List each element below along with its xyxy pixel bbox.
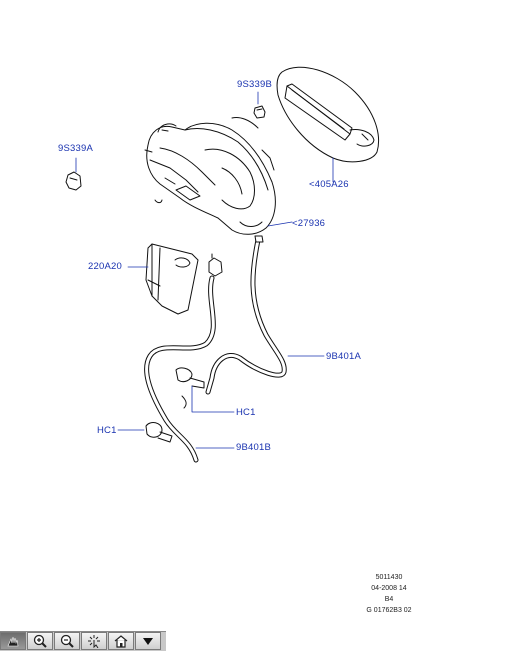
zoom-in-icon: [33, 634, 47, 648]
label-9s339b[interactable]: 9S339B: [237, 79, 273, 90]
home-button[interactable]: [108, 632, 134, 650]
parts-diagram: [65, 66, 380, 463]
clip-9s339a: [65, 171, 82, 191]
label-hc1-upper[interactable]: HC1: [236, 407, 256, 418]
zoom-in-button[interactable]: [27, 632, 53, 650]
pan-icon: [7, 636, 19, 647]
reference-line-3: B4: [384, 596, 394, 603]
viewer-toolbar: [0, 631, 166, 651]
menu-dropdown-button[interactable]: [135, 632, 161, 650]
zoom-out-button[interactable]: [54, 632, 80, 650]
label-220a20[interactable]: 220A20: [88, 261, 122, 272]
label-27936[interactable]: <27936: [292, 218, 326, 229]
menu-arrow-icon: [143, 638, 153, 645]
hose-clamp-upper: [175, 367, 205, 409]
label-hc1-lower[interactable]: HC1: [97, 425, 117, 436]
reference-line-1: 5011430: [375, 574, 403, 581]
clip-9s339b: [253, 105, 266, 119]
valve-part-220a20: [145, 243, 199, 315]
label-405a26[interactable]: <405A26: [309, 179, 349, 190]
home-icon: [114, 635, 128, 648]
label-9b401a[interactable]: 9B401A: [326, 351, 362, 362]
label-9b401b[interactable]: 9B401B: [236, 442, 272, 453]
reference-line-4: G 01762B3 02: [366, 607, 412, 614]
zoom-out-icon: [60, 634, 74, 648]
fuel-door-part: [276, 66, 380, 163]
hose-connector: [208, 253, 223, 277]
select-icon: [88, 635, 100, 648]
label-9s339a[interactable]: 9S339A: [58, 143, 94, 154]
pan-button[interactable]: [0, 632, 26, 650]
filler-housing-part: [144, 117, 276, 235]
select-button[interactable]: [81, 632, 107, 650]
reference-line-2: 04-2008 14: [371, 585, 407, 592]
hose-clamp-lower: [145, 422, 173, 443]
